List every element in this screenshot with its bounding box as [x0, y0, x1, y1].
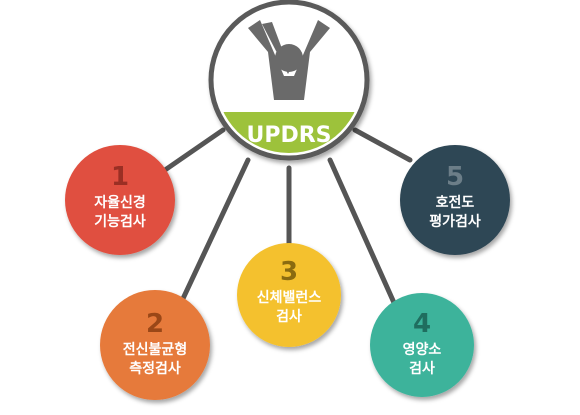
node-3-number: 3 [280, 257, 298, 287]
node-2-circle [100, 290, 210, 400]
node-4-label-line1: 영양소 [403, 341, 442, 358]
node-4 [370, 293, 474, 397]
node-1-label-line1: 자율신경 [94, 194, 146, 211]
node-4-circle [370, 293, 474, 397]
node-5 [400, 145, 510, 255]
node-1-label-line2: 기능검사 [94, 213, 146, 230]
node-5-number: 5 [446, 162, 464, 192]
person-arms-raised-icon [248, 20, 330, 100]
node-2-number: 2 [146, 309, 164, 339]
node-5-label-line2: 평가검사 [429, 213, 481, 230]
node-5-circle [400, 145, 510, 255]
node-4-label-line2: 검사 [409, 360, 435, 377]
hub-title: UPDRS [246, 123, 331, 148]
node-1 [65, 145, 175, 255]
connector-5 [352, 127, 413, 163]
node-4-number: 4 [413, 309, 431, 339]
node-3-label-line2: 검사 [276, 308, 302, 325]
connector-lines [162, 127, 413, 308]
node-3-circle [237, 243, 341, 347]
node-2 [100, 290, 210, 400]
connector-1 [162, 127, 226, 173]
node-1-number: 1 [111, 162, 129, 192]
node-3-label-line1: 신체밸런스 [257, 289, 322, 306]
node-2-label-line2: 측정검사 [129, 360, 181, 377]
connector-2 [177, 157, 251, 308]
node-1-circle [65, 145, 175, 255]
node-3 [237, 243, 341, 347]
node-5-label-line1: 호전도 [436, 194, 475, 211]
connector-4 [327, 157, 398, 308]
node-2-label-line1: 전신불균형 [123, 341, 187, 358]
